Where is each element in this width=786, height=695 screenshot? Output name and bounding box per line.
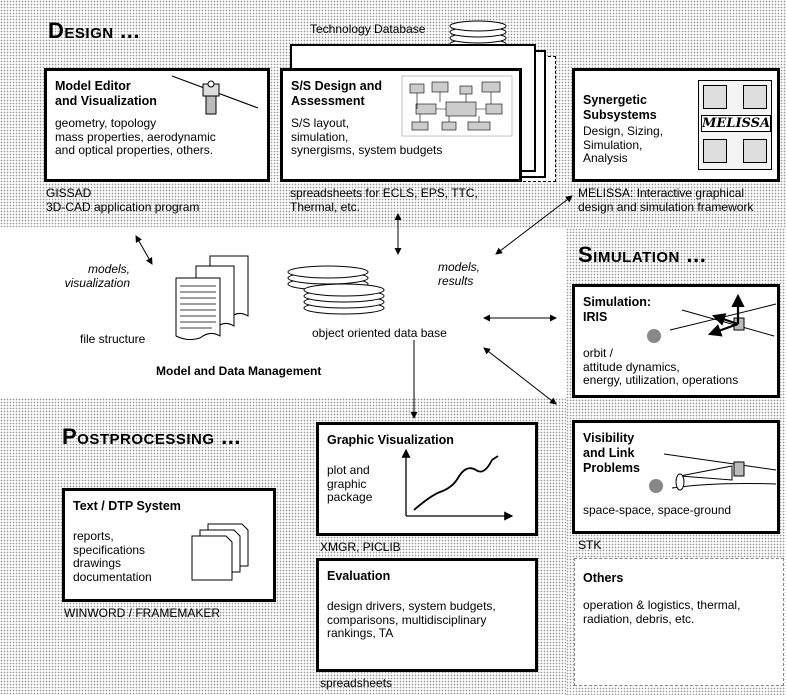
others-title: Others	[583, 571, 624, 585]
melissa-caption: MELISSA: Interactive graphical design an…	[578, 186, 754, 214]
postprocessing-section-title: Postprocessing ...	[62, 424, 241, 449]
orbit-attitude-icon	[647, 293, 777, 343]
satellite-icon	[171, 75, 259, 115]
simulation-section-title: Simulation ...	[578, 242, 707, 267]
text-dtp-body: reports, specifications drawings documen…	[73, 529, 152, 584]
gissad-caption: GISSAD 3D-CAD application program	[46, 186, 200, 214]
evaluation-box: Evaluation design drivers, system budget…	[316, 558, 538, 672]
arrow-model-editor-db	[135, 235, 153, 265]
file-stack-icon	[175, 255, 249, 341]
xmgr-caption: XMGR, PICLIB	[320, 540, 401, 554]
winword-caption: WINWORD / FRAMEMAKER	[64, 606, 220, 620]
graphic-visualization-box: Graphic Visualization plot and graphic p…	[316, 422, 538, 536]
melissa-logo: MELISSA	[698, 80, 772, 170]
text-dtp-box: Text / DTP System reports, specification…	[62, 488, 276, 602]
text-dtp-title: Text / DTP System	[73, 499, 181, 513]
system-schematic-icon	[401, 75, 513, 137]
ss-design-body: S/S layout, simulation, synergisms, syst…	[291, 116, 443, 157]
data-management-region	[0, 228, 570, 402]
others-body: operation & logistics, thermal, radiatio…	[583, 598, 741, 626]
arrow-synergetic-db	[495, 195, 573, 255]
visibility-link-box: Visibility and Link Problems space-space…	[572, 420, 780, 534]
arrow-db-visibility	[483, 347, 557, 405]
visibility-cone-icon	[649, 453, 777, 493]
graphic-visualization-title: Graphic Visualization	[327, 433, 454, 447]
plot-icon	[401, 448, 514, 521]
model-editor-body: geometry, topology mass properties, aero…	[55, 116, 216, 157]
simulation-iris-title: Simulation: IRIS	[583, 295, 652, 324]
synergetic-body: Design, Sizing, Simulation, Analysis	[583, 124, 664, 165]
simulation-iris-box: Simulation: IRIS orbit / attitude dynami…	[572, 284, 780, 398]
file-structure-label: file structure	[80, 332, 146, 346]
model-editor-title: Model Editor and Visualization	[55, 79, 157, 108]
technology-database-label: Technology Database	[310, 22, 426, 36]
stk-caption: STK	[578, 538, 602, 552]
model-data-management-title: Model and Data Management	[156, 364, 322, 378]
visibility-body: space-space, space-ground	[583, 503, 732, 517]
models-results-label: models, results	[438, 260, 481, 288]
documents-icon	[191, 523, 249, 581]
synergetic-title: Synergetic Subsystems	[583, 93, 657, 122]
melissa-logo-text: MELISSA	[701, 115, 771, 132]
others-box: Others operation & logistics, thermal, r…	[574, 558, 784, 686]
evaluation-title: Evaluation	[327, 569, 391, 583]
visibility-title: Visibility and Link Problems	[583, 431, 640, 475]
spreadsheets-caption: spreadsheets	[320, 676, 393, 690]
database-icon	[287, 265, 385, 315]
graphic-visualization-body: plot and graphic package	[327, 463, 373, 504]
simulation-iris-body: orbit / attitude dynamics, energy, utili…	[583, 346, 739, 387]
design-section-title: Design ...	[48, 18, 141, 43]
model-editor-box: Model Editor and Visualization geometry,…	[44, 68, 270, 182]
object-oriented-db-label: object oriented data base	[312, 326, 447, 340]
ss-design-title: S/S Design and Assessment	[291, 79, 382, 108]
models-visualization-label: models, visualization	[64, 262, 130, 290]
evaluation-body: design drivers, system budgets, comparis…	[327, 599, 496, 640]
spreadsheets-ecls-caption: spreadsheets for ECLS, EPS, TTC, Thermal…	[290, 186, 478, 214]
